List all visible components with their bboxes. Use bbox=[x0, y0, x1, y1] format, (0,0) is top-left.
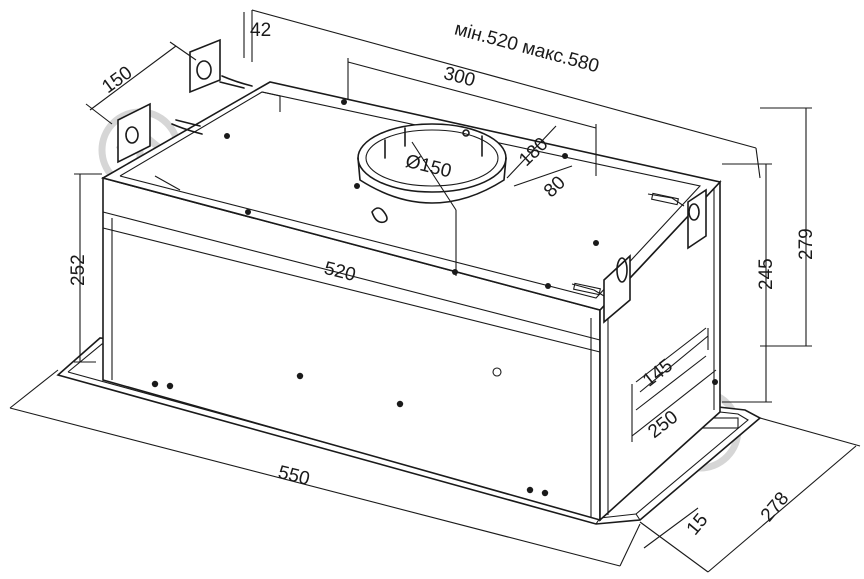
dim-245: 245 bbox=[756, 258, 777, 290]
exhaust-collar bbox=[357, 123, 507, 224]
dim-252: 252 bbox=[68, 254, 89, 286]
dim-278: 278 bbox=[757, 488, 793, 526]
dim-15: 15 bbox=[683, 510, 713, 540]
dimension-lines bbox=[9, 9, 861, 573]
dim-550: 550 bbox=[276, 462, 312, 490]
dim-279: 279 bbox=[796, 228, 817, 260]
dim-150-left: 150 bbox=[98, 62, 136, 98]
mounting-bracket-left bbox=[117, 38, 281, 191]
dim-300: 300 bbox=[441, 63, 477, 91]
dim-42: 42 bbox=[250, 20, 271, 41]
hood-top-face bbox=[100, 81, 722, 311]
mounting-bracket-right bbox=[571, 188, 707, 324]
dim-width-range: мін.520 макс.580 bbox=[452, 19, 601, 78]
